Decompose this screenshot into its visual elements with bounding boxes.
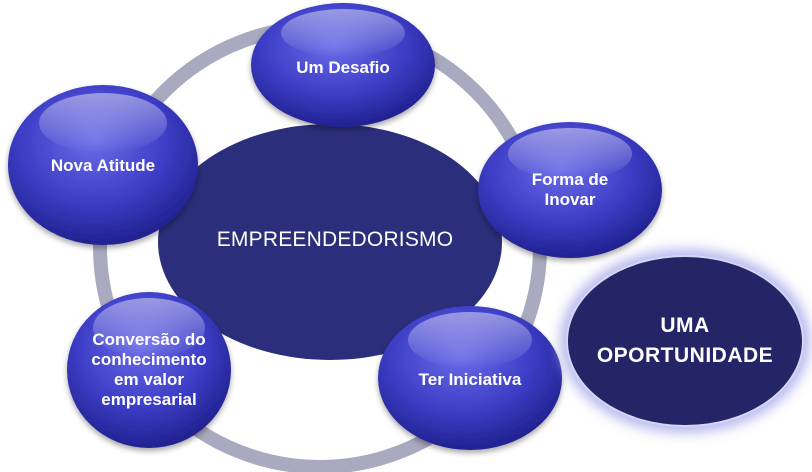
node-forma-de-inovar-shape — [478, 122, 662, 258]
center-circle — [158, 124, 502, 360]
node-um-desafio-shape — [251, 3, 435, 127]
node-ter-iniciativa-shape — [378, 306, 562, 450]
node-nova-atitude-shape — [8, 85, 198, 245]
callout-circle — [566, 255, 804, 427]
node-conversao-shape — [67, 292, 231, 448]
